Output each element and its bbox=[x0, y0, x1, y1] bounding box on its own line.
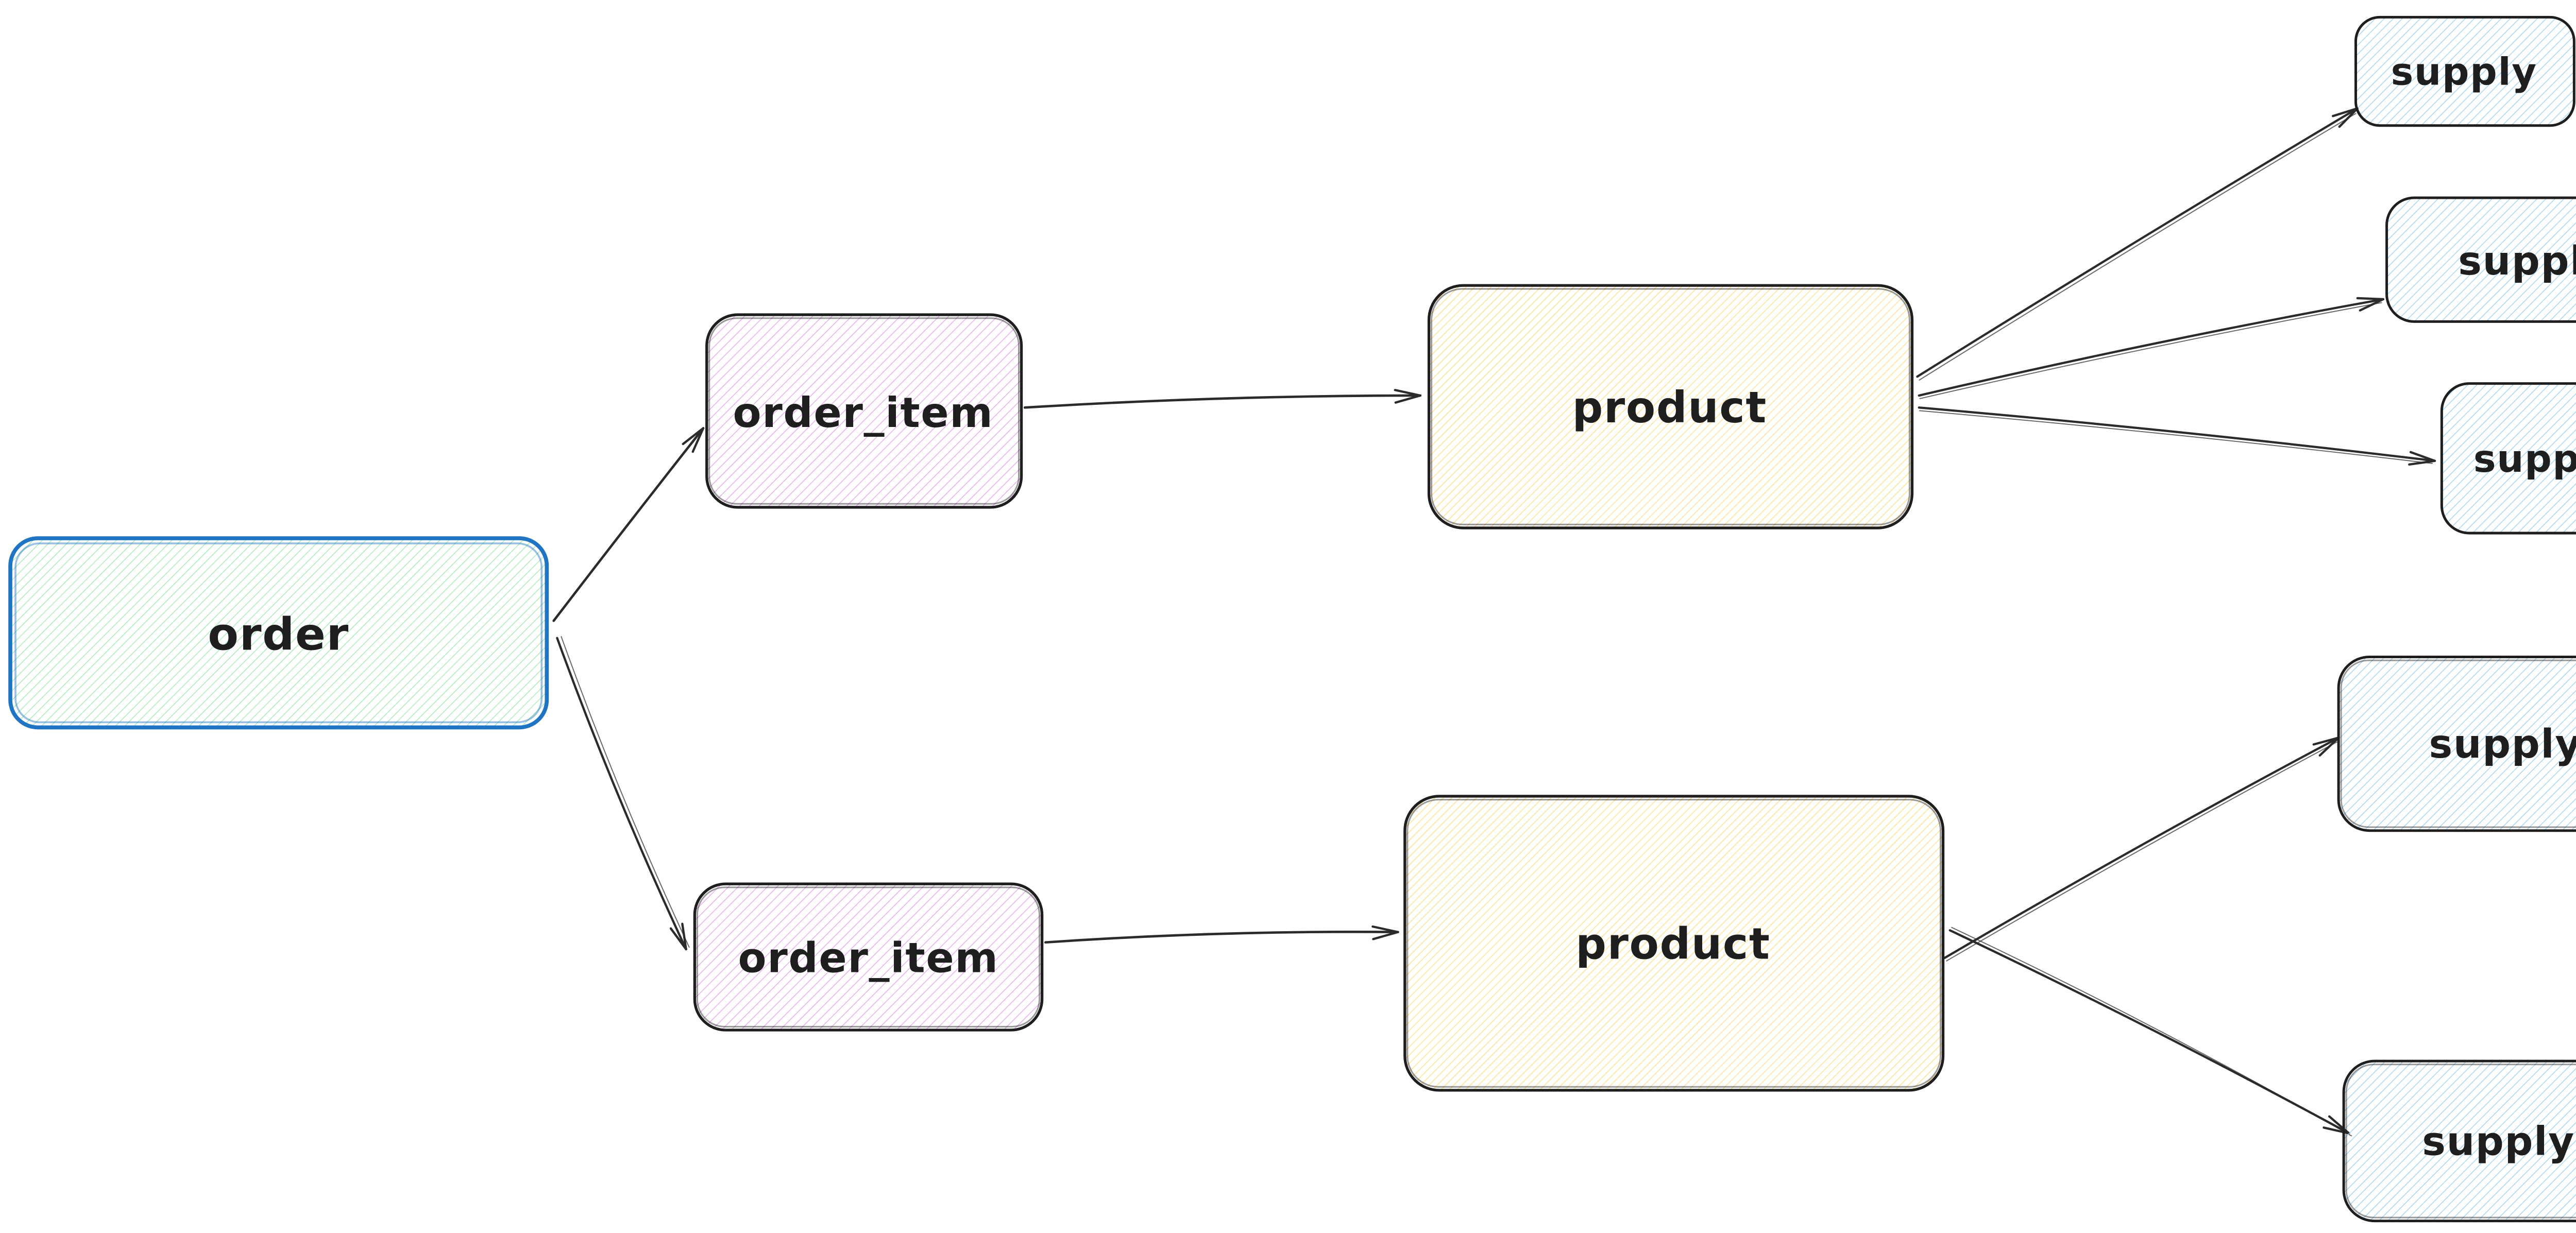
edge-shaft-echo bbox=[1951, 927, 2352, 1137]
node-order-item-bottom-shape-echo bbox=[696, 886, 1041, 1028]
edge-shaft-echo bbox=[561, 636, 690, 948]
edge-arrowhead[interactable] bbox=[682, 427, 705, 453]
node-supply-bottom-1-shape-echo bbox=[2340, 659, 2576, 828]
node-product-top-label: product bbox=[1572, 383, 1767, 433]
node-order-item-bottom[interactable]: order_item bbox=[693, 882, 1044, 1032]
node-product-top-shape-echo bbox=[1431, 288, 1910, 525]
node-order-label: order bbox=[208, 609, 349, 661]
edge-order-item-top-to-product-top[interactable] bbox=[1023, 389, 1422, 409]
node-order-item-top-shape-echo bbox=[708, 317, 1020, 505]
edge-shaft[interactable] bbox=[1918, 298, 2385, 397]
node-supply-top-1-shape[interactable] bbox=[2354, 15, 2575, 127]
edge-product-top-to-supply-top-2[interactable] bbox=[1918, 297, 2385, 399]
node-product-bottom-shape[interactable] bbox=[1403, 795, 1945, 1092]
node-order[interactable]: order bbox=[8, 536, 549, 730]
node-supply-bottom-2-shape-echo bbox=[2345, 1064, 2576, 1219]
node-product-bottom-shape-echo bbox=[1406, 799, 1941, 1088]
node-supply-top-2-shape[interactable] bbox=[2385, 196, 2576, 323]
edge-shaft[interactable] bbox=[1918, 406, 2436, 462]
edge-arrowhead[interactable] bbox=[669, 922, 687, 951]
node-order-item-bottom-shape[interactable] bbox=[693, 882, 1044, 1032]
node-supply-bottom-1-shape[interactable] bbox=[2337, 655, 2576, 832]
edge-shaft[interactable] bbox=[556, 637, 687, 951]
node-supply-top-3-shape[interactable] bbox=[2440, 382, 2576, 535]
edge-shaft[interactable] bbox=[1044, 930, 1399, 944]
edge-arrowhead[interactable] bbox=[2356, 297, 2385, 312]
node-order-item-bottom-label: order_item bbox=[738, 934, 999, 982]
node-supply-top-3[interactable]: supply bbox=[2440, 382, 2576, 535]
edge-shaft-echo bbox=[1919, 410, 2433, 464]
node-order-item-top-shape[interactable] bbox=[705, 313, 1023, 509]
node-order-shape[interactable] bbox=[8, 536, 549, 730]
edge-arrowhead[interactable] bbox=[1371, 925, 1399, 940]
node-product-bottom-label: product bbox=[1575, 919, 1770, 969]
edge-order-to-order-item-top[interactable] bbox=[552, 427, 705, 622]
edge-order-item-bottom-to-product-bottom[interactable] bbox=[1044, 925, 1399, 944]
edge-arrowhead[interactable] bbox=[2408, 451, 2436, 466]
node-order-item-top[interactable]: order_item bbox=[705, 313, 1023, 509]
edge-shaft-echo bbox=[1919, 113, 2357, 381]
node-supply-bottom-1-label: supply bbox=[2429, 722, 2576, 767]
node-order-item-top-label: order_item bbox=[733, 389, 994, 437]
edge-shaft[interactable] bbox=[1916, 107, 2359, 378]
node-supply-top-2[interactable]: supply bbox=[2385, 196, 2576, 323]
edge-arrowhead[interactable] bbox=[1394, 389, 1422, 404]
node-supply-bottom-2-label: supply bbox=[2422, 1119, 2575, 1165]
edge-shaft[interactable] bbox=[1943, 737, 2340, 959]
edge-shaft[interactable] bbox=[552, 427, 705, 622]
edge-shaft-echo bbox=[1946, 741, 2337, 962]
node-supply-top-2-label: supply bbox=[2458, 238, 2576, 284]
edge-shaft-echo bbox=[1919, 302, 2382, 399]
node-supply-top-1-label: supply bbox=[2391, 50, 2537, 94]
node-order-shape-echo bbox=[14, 542, 543, 724]
edge-order-to-order-item-bottom[interactable] bbox=[556, 636, 690, 951]
node-supply-bottom-2-shape[interactable] bbox=[2342, 1059, 2576, 1223]
node-product-top-shape[interactable] bbox=[1427, 284, 1914, 529]
node-supply-bottom-1[interactable]: supply bbox=[2337, 655, 2576, 832]
edge-shaft[interactable] bbox=[1023, 394, 1422, 409]
node-product-bottom[interactable]: product bbox=[1403, 795, 1945, 1092]
edge-product-top-to-supply-top-3[interactable] bbox=[1918, 406, 2436, 466]
node-supply-top-1[interactable]: supply bbox=[2354, 15, 2575, 127]
node-product-top[interactable]: product bbox=[1427, 284, 1914, 529]
node-supply-top-3-label: supply bbox=[2473, 437, 2576, 481]
node-supply-bottom-2[interactable]: supply bbox=[2342, 1059, 2576, 1223]
